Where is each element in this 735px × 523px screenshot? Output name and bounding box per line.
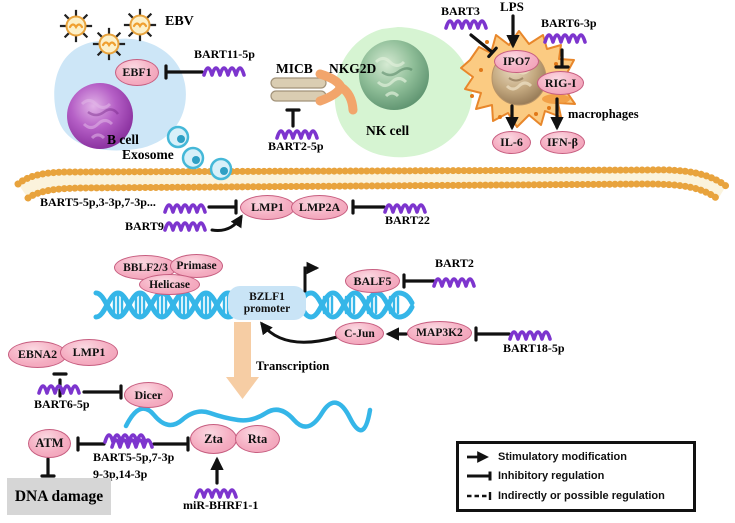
lmp1-node: LMP1 — [240, 195, 295, 220]
bart2-mirna-icon — [432, 277, 476, 288]
inhibitory-tbar-icon — [467, 471, 492, 481]
micb-label: MICB — [276, 61, 313, 76]
bart2-label: BART2 — [435, 256, 474, 270]
bzlf1-line: BZLF1 — [249, 291, 285, 303]
b-cell-nucleus — [67, 83, 133, 149]
ebv-label: EBV — [165, 14, 194, 29]
mrna-wave — [123, 400, 373, 433]
c-jun-node: C-Jun — [335, 322, 384, 345]
rig-i-node: RIG-I — [537, 71, 584, 95]
inhibit-bart3-ipo7 — [469, 33, 498, 58]
dna-helix — [93, 290, 415, 320]
bart18-5p-label: BART18-5p — [503, 341, 565, 355]
arrow-cjun-promoter — [260, 321, 339, 344]
bart5-bottom-mirna-icon-2 — [110, 438, 154, 449]
inhibit-atm-dnadamage — [40, 457, 56, 478]
bart5-group-mirna-icon — [163, 203, 207, 214]
b-cell-label: B cell — [107, 132, 139, 147]
zta-node: Zta — [190, 424, 237, 454]
bart3-mirna-icon — [444, 19, 488, 30]
bart6-5p-label: BART6-5p — [34, 397, 90, 411]
micb-ligand — [270, 77, 327, 102]
legend-inhibitory-label: Inhibitory regulation — [498, 470, 605, 483]
lmp1-bottom-node: LMP1 — [60, 339, 118, 366]
legend-row-indirect: Indirectly or possible regulation — [465, 490, 687, 502]
ebna2-node: EBNA2 — [8, 341, 67, 368]
nk-cell-body — [334, 27, 473, 158]
ifn-beta-node: IFN-β — [540, 131, 585, 154]
legend-stimulatory-label: Stimulatory modification — [498, 450, 627, 463]
macrophages-label: macrophages — [568, 107, 639, 121]
connectors — [40, 14, 570, 485]
inhibit-bart11-ebf1 — [164, 64, 204, 80]
bart22-mirna-icon — [383, 203, 427, 214]
bart6-3p-label: BART6-3p — [541, 16, 597, 30]
dicer-node: Dicer — [124, 382, 173, 408]
nk-cell-label: NK cell — [366, 123, 410, 138]
arrow-bart9-lmp1 — [210, 214, 243, 232]
legend-row-inhibitory: Inhibitory regulation — [465, 470, 687, 482]
inhibit-bart2-balf5 — [402, 273, 436, 289]
bart2-5p-label: BART2-5p — [268, 139, 324, 153]
nkg2d-receptor — [315, 69, 358, 115]
bart2-5p-mirna-icon — [275, 129, 319, 140]
exosome-label: Exosome — [122, 147, 174, 162]
inhibit-bart5grp-lmp1 — [207, 199, 238, 215]
ipo7-node: IPO7 — [494, 50, 539, 73]
helicase-node: Helicase — [139, 274, 200, 295]
rta-node: Rta — [235, 425, 280, 453]
lmp2a-node: LMP2A — [291, 195, 348, 220]
exosome-vesicles — [166, 125, 233, 181]
bblf2-3-node: BBLF2/3 — [114, 255, 177, 280]
lps-label: LPS — [500, 0, 524, 14]
legend-indirect-label: Indirectly or possible regulation — [498, 490, 665, 503]
inhibit-bart6-3p-rigi — [554, 48, 570, 69]
inhibit-bart22-lmp2a — [351, 199, 386, 215]
cell-membrane — [14, 166, 730, 203]
legend-row-stimulatory: Stimulatory modification — [465, 451, 687, 463]
arrow-transcription-start — [303, 261, 320, 293]
bart9-mirna-icon — [163, 221, 207, 232]
mir-bhrf1-1-mirna-icon — [194, 488, 238, 499]
bart5-group-label: BART5-5p,3-3p,7-3p... — [40, 195, 156, 209]
inhibit-bart18-map3k2 — [474, 326, 511, 342]
bart5-bottom-label-line2: 9-3p,14-3p — [93, 467, 148, 481]
transcription-arrow — [226, 322, 259, 399]
atm-node: ATM — [28, 429, 71, 458]
ebf1-node: EBF1 — [115, 59, 159, 86]
bart22-label: BART22 — [385, 213, 430, 227]
inhibit-bart2-5p-micb — [285, 108, 301, 128]
nk-cell-nucleus — [359, 40, 429, 110]
bart5-bottom-label-line1: BART5-5p,7-3p — [93, 450, 175, 464]
bzlf1-promoter-box — [228, 286, 306, 320]
map3k2-node: MAP3K2 — [407, 321, 472, 345]
bart3-label: BART3 — [441, 4, 480, 18]
inhibit-bart5grp-zta — [152, 436, 190, 452]
nkg2d-label: NKG2D — [329, 61, 377, 76]
bart6-3p-mirna-icon — [543, 33, 587, 44]
il-6-node: IL-6 — [492, 131, 531, 154]
promoter-line: promoter — [243, 303, 291, 315]
inhibit-bart5grp-atm — [76, 436, 106, 452]
bart11-5p-label: BART11-5p — [194, 47, 255, 61]
indirect-dashed-tbar-icon — [467, 492, 492, 501]
balf5-node: BALF5 — [345, 269, 400, 293]
bart11-5p-mirna-icon — [202, 66, 246, 77]
macrophage-granules — [470, 40, 558, 119]
dna-damage-box: DNA damage — [7, 478, 111, 515]
stimulatory-arrow-icon — [467, 450, 489, 463]
mir-bhrf1-1-label: miR-BHRF1-1 — [183, 498, 259, 512]
transcription-label: Transcription — [256, 359, 330, 373]
bart18-5p-mirna-icon — [508, 330, 552, 341]
inhibit-bart6-5p-dicer — [82, 384, 123, 400]
bart9-label: BART9 — [125, 219, 164, 233]
legend-box: Stimulatory modification Inhibitory regu… — [456, 441, 696, 512]
bzlf1-promoter-label: BZLF1 promoter — [228, 286, 306, 320]
